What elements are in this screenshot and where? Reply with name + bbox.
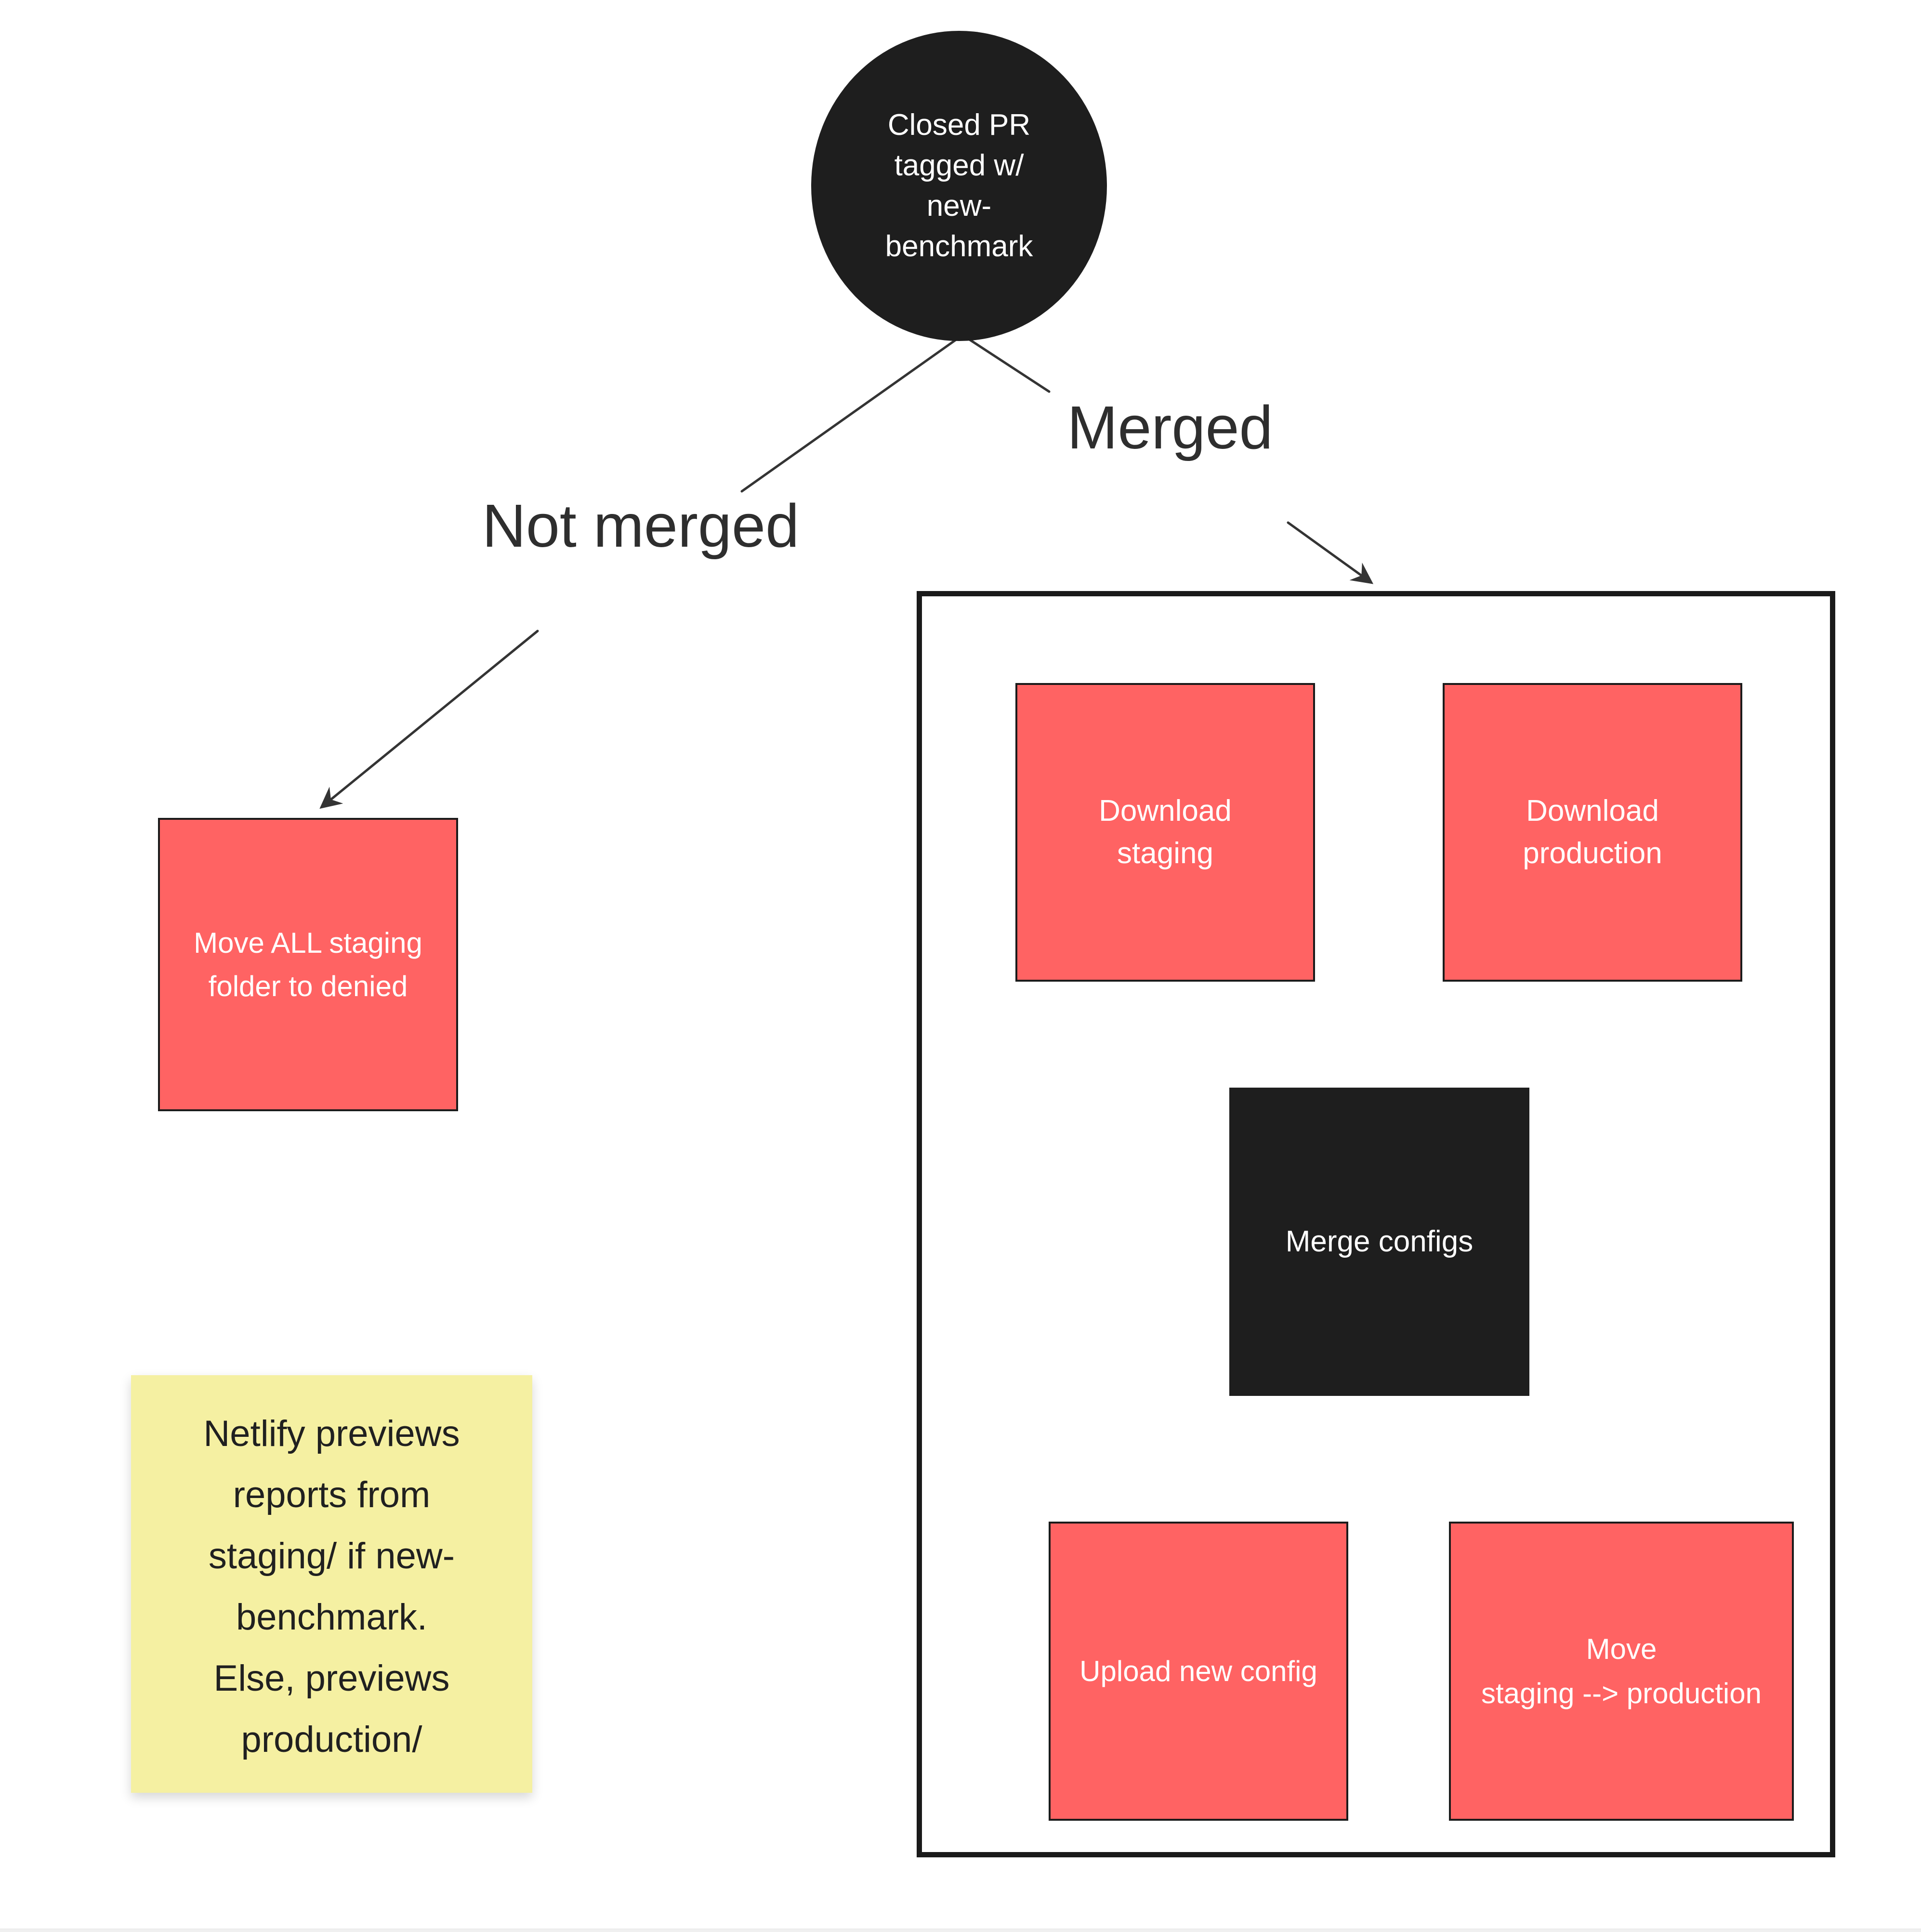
- branch-line-not-merged: [740, 338, 958, 493]
- branch-label-not-merged: Not merged: [482, 492, 800, 560]
- node-upload-new-config: Upload new config: [1049, 1522, 1348, 1821]
- branch-label-merged: Merged: [1067, 394, 1273, 461]
- node-merge-configs: Merge configs: [1229, 1088, 1529, 1396]
- canvas-bottom-edge: [0, 1929, 1921, 1932]
- arrow-to-merged-container: [1287, 521, 1374, 584]
- branch-line-merged: [964, 336, 1051, 393]
- arrow-to-move-denied: [319, 630, 539, 809]
